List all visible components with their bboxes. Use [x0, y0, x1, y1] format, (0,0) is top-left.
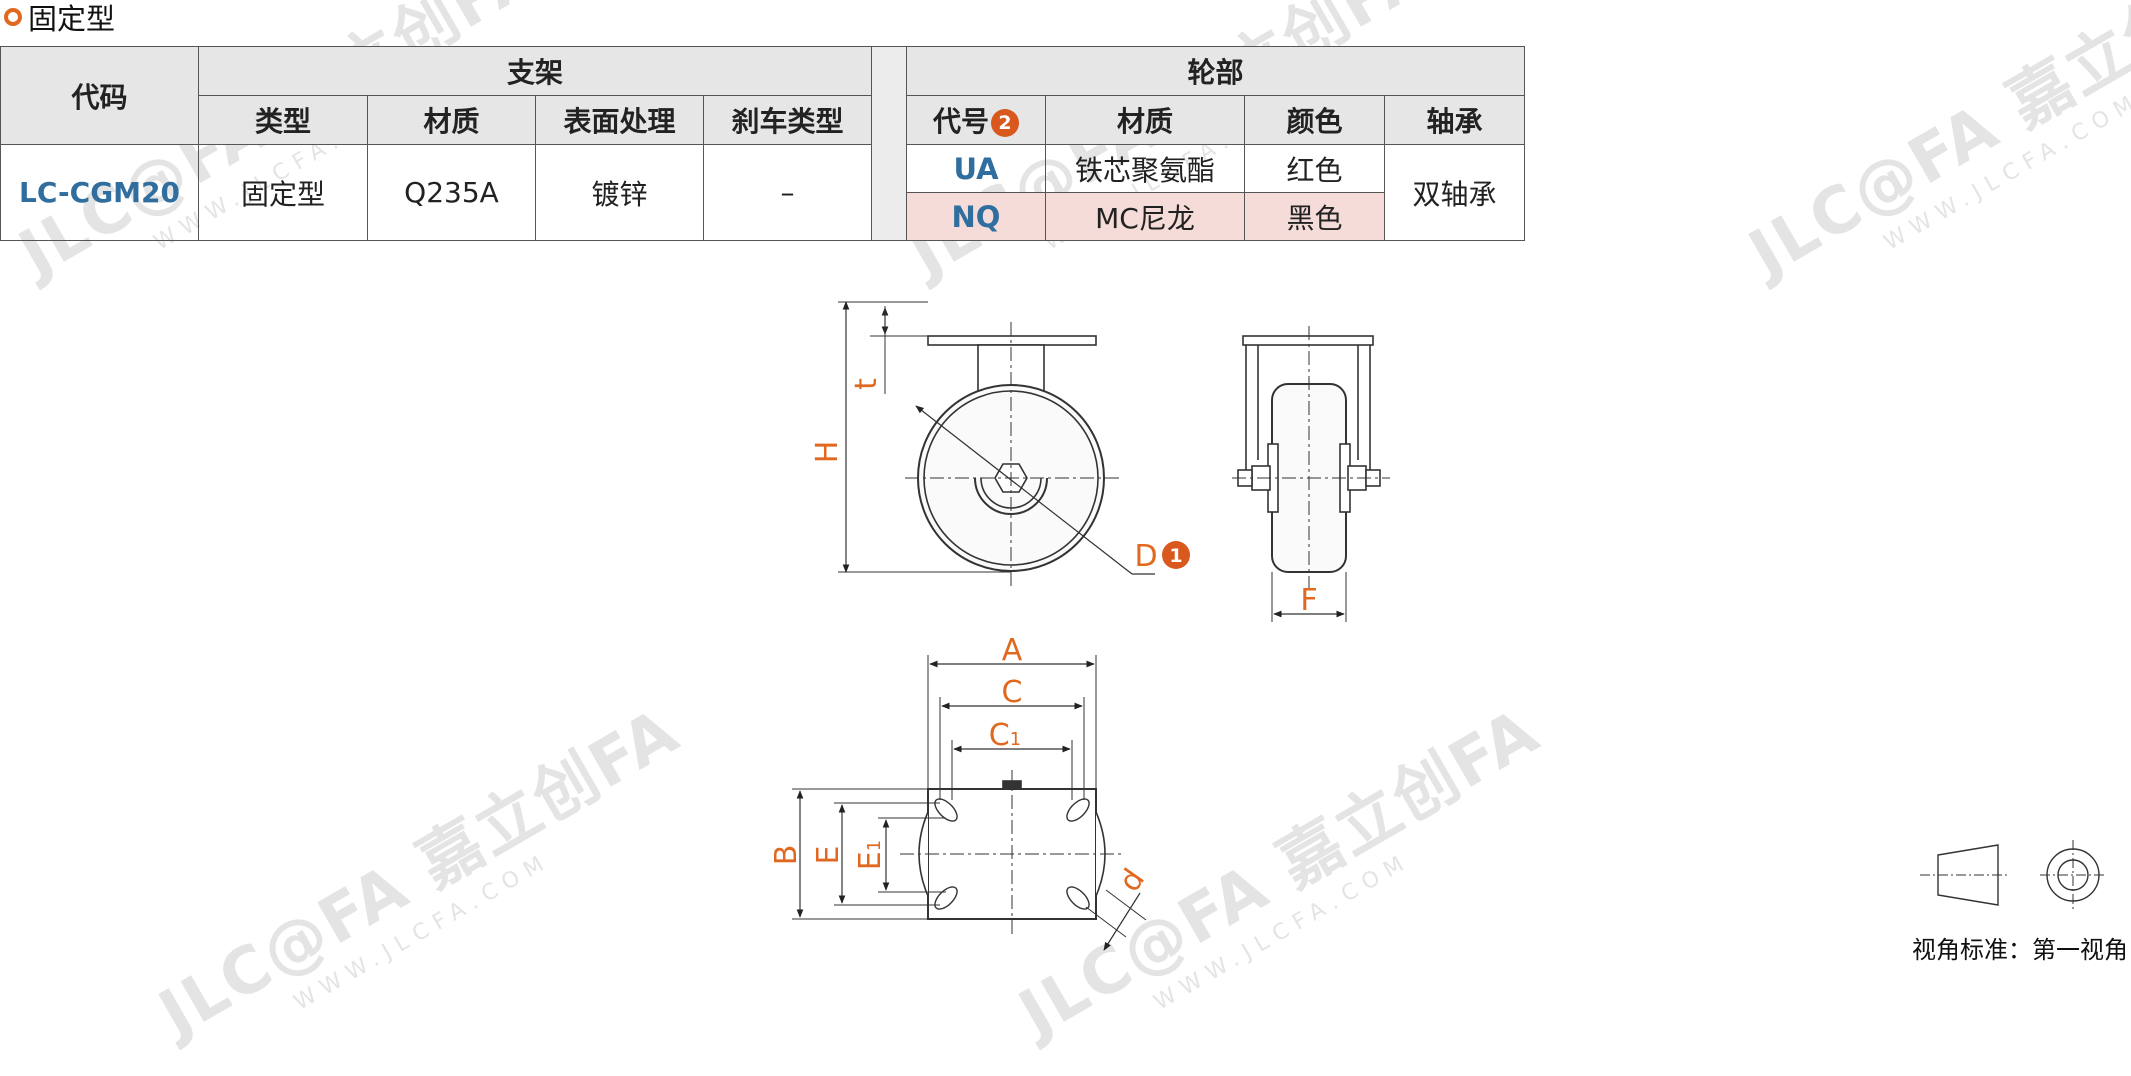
cell-code: LC-CGM20 [0, 144, 199, 241]
projection-symbol-icon [1920, 840, 2106, 910]
dim-label-E: E [811, 846, 846, 865]
header-bracket-material: 材质 [367, 95, 536, 145]
projection-caption: 视角标准：第一视角 [1912, 936, 2128, 964]
cell-wheel-material: 铁芯聚氨酯 [1045, 144, 1245, 193]
top-view [792, 655, 1147, 951]
front-view [1232, 326, 1390, 622]
cell-brake: – [703, 144, 872, 241]
side-view [838, 301, 1155, 590]
column-gap [871, 46, 907, 241]
header-wheel: 轮部 [906, 46, 1525, 96]
svg-text:1: 1 [1169, 545, 1182, 567]
dim-label-C1: C1 [989, 718, 1021, 753]
dim-label-B: B [769, 845, 804, 866]
dim-label-E1: E1 [853, 840, 888, 870]
dim-label-d: d [1112, 863, 1152, 899]
cell-wheel-code: NQ [906, 192, 1046, 241]
technical-drawing: H t D F A C C1 B E E1 d 1 [769, 301, 2106, 951]
dim-label-F: F [1300, 583, 1317, 618]
badge-2-icon: 2 [991, 109, 1019, 137]
dim-label-C: C [1002, 675, 1023, 710]
header-surface: 表面处理 [535, 95, 704, 145]
cell-wheel-code: UA [906, 144, 1046, 193]
dim-label-D: D [1134, 539, 1157, 574]
header-code: 代码 [0, 46, 199, 145]
dim-label-H: H [810, 441, 845, 464]
header-wheel-material: 材质 [1045, 95, 1245, 145]
header-brake: 刹车类型 [703, 95, 872, 145]
dim-label-t: t [849, 378, 884, 390]
cell-wheel-color: 红色 [1244, 144, 1385, 193]
header-bracket-type: 类型 [198, 95, 368, 145]
badge-1-icon: 1 [1162, 541, 1190, 569]
circle-marker-icon [4, 8, 22, 26]
header-wheel-color: 颜色 [1244, 95, 1385, 145]
cell-bearing: 双轴承 [1384, 144, 1525, 241]
section-title: 固定型 [0, 0, 115, 36]
cell-wheel-material: MC尼龙 [1045, 192, 1245, 241]
header-bracket: 支架 [198, 46, 872, 96]
cell-material: Q235A [367, 144, 536, 241]
dim-label-A: A [1002, 633, 1023, 668]
cell-wheel-color: 黑色 [1244, 192, 1385, 241]
